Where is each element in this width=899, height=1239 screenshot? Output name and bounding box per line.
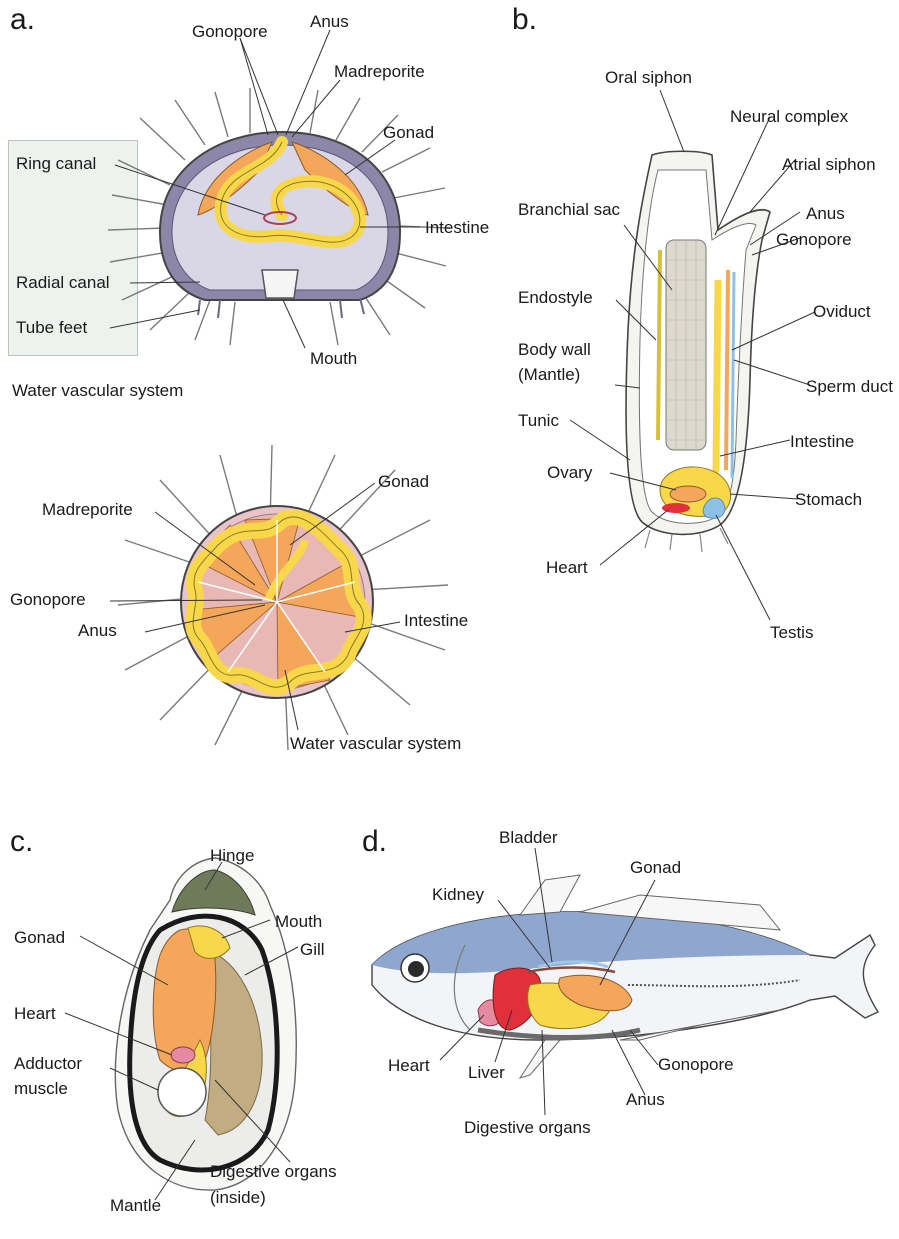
label-b-anus: Anus	[806, 204, 845, 224]
label-b-neural-complex: Neural complex	[730, 107, 848, 127]
label-d-gonad: Gonad	[630, 858, 681, 878]
label-a-ring-canal: Ring canal	[16, 154, 96, 174]
label-a2-anus: Anus	[78, 621, 117, 641]
label-a2-intestine: Intestine	[404, 611, 468, 631]
panel-b-oviduct	[726, 270, 728, 470]
label-b-branchial-sac: Branchial sac	[518, 200, 620, 220]
panel-c-heart	[171, 1047, 195, 1063]
label-b-testis: Testis	[770, 623, 813, 643]
label-d-heart: Heart	[388, 1056, 430, 1076]
label-d-kidney: Kidney	[432, 885, 484, 905]
panel-a-letter: a.	[10, 4, 35, 36]
label-b-oviduct: Oviduct	[813, 302, 871, 322]
label-c-digestive-line2: (inside)	[210, 1188, 266, 1208]
label-a-tube-feet: Tube feet	[16, 318, 87, 338]
label-a-gonad: Gonad	[383, 123, 434, 143]
label-a-mouth: Mouth	[310, 349, 357, 369]
label-a-anus: Anus	[310, 12, 349, 32]
label-c-hinge: Hinge	[210, 846, 254, 866]
label-d-bladder: Bladder	[499, 828, 558, 848]
label-b-tunic: Tunic	[518, 411, 559, 431]
label-a-radial-canal: Radial canal	[16, 273, 110, 293]
panel-b-endostyle	[658, 250, 660, 440]
label-b-oral-siphon: Oral siphon	[605, 68, 692, 88]
label-a2-madreporite: Madreporite	[42, 500, 133, 520]
label-c-mouth: Mouth	[275, 912, 322, 932]
panel-b-ovary	[670, 486, 706, 502]
label-c-gill: Gill	[300, 940, 325, 960]
label-a-water-vascular-system: Water vascular system	[12, 381, 183, 401]
label-b-body-wall-line1: Body wall	[518, 340, 591, 360]
label-c-mantle: Mantle	[110, 1196, 161, 1216]
label-b-ovary: Ovary	[547, 463, 592, 483]
label-a2-gonad: Gonad	[378, 472, 429, 492]
label-c-digestive-line1: Digestive organs	[210, 1162, 337, 1182]
label-d-liver: Liver	[468, 1063, 505, 1083]
label-b-intestine: Intestine	[790, 432, 854, 452]
label-c-adductor-line1: Adductor	[14, 1054, 82, 1074]
panel-c-adductor	[158, 1068, 206, 1116]
panel-b-sperm-duct	[732, 272, 734, 478]
label-b-atrial-siphon: Atrial siphon	[782, 155, 876, 175]
label-b-gonopore: Gonopore	[776, 230, 852, 250]
panel-c-letter: c.	[10, 826, 33, 858]
label-b-body-wall-line2: (Mantle)	[518, 365, 580, 385]
label-b-endostyle: Endostyle	[518, 288, 593, 308]
label-b-sperm-duct: Sperm duct	[806, 377, 893, 397]
label-c-adductor-line2: muscle	[14, 1079, 68, 1099]
label-c-heart: Heart	[14, 1004, 56, 1024]
label-a-madreporite: Madreporite	[334, 62, 425, 82]
label-b-stomach: Stomach	[795, 490, 862, 510]
label-d-anus: Anus	[626, 1090, 665, 1110]
panel-d-letter: d.	[362, 826, 387, 858]
label-b-heart: Heart	[546, 558, 588, 578]
label-a2-water-vascular-system: Water vascular system	[290, 734, 461, 754]
label-a2-gonopore: Gonopore	[10, 590, 86, 610]
label-d-gonopore: Gonopore	[658, 1055, 734, 1075]
label-a-intestine: Intestine	[425, 218, 489, 238]
panel-a-mouth-lantern	[262, 270, 298, 298]
label-d-digestive-organs: Digestive organs	[464, 1118, 591, 1138]
label-c-gonad: Gonad	[14, 928, 65, 948]
panel-b-letter: b.	[512, 4, 537, 36]
label-a-gonopore: Gonopore	[192, 22, 268, 42]
